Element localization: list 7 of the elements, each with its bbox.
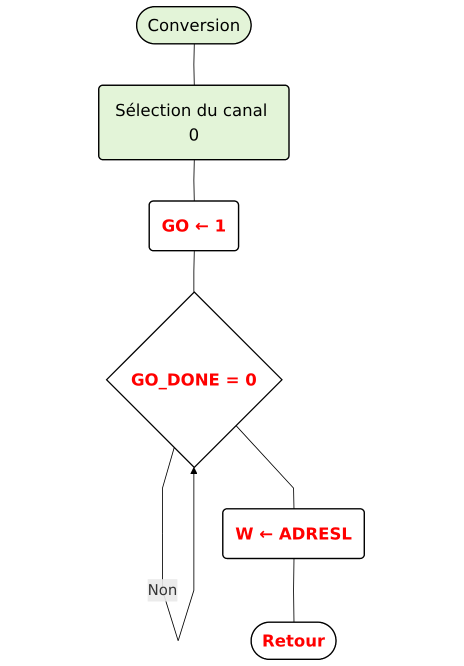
connector xyxy=(294,558,295,623)
edge-label: Non xyxy=(148,582,178,599)
connector xyxy=(236,425,295,510)
connector xyxy=(194,160,196,202)
connector xyxy=(194,44,196,86)
connector xyxy=(194,250,196,292)
node-diamond: GO_DONE = 0 xyxy=(106,291,284,468)
